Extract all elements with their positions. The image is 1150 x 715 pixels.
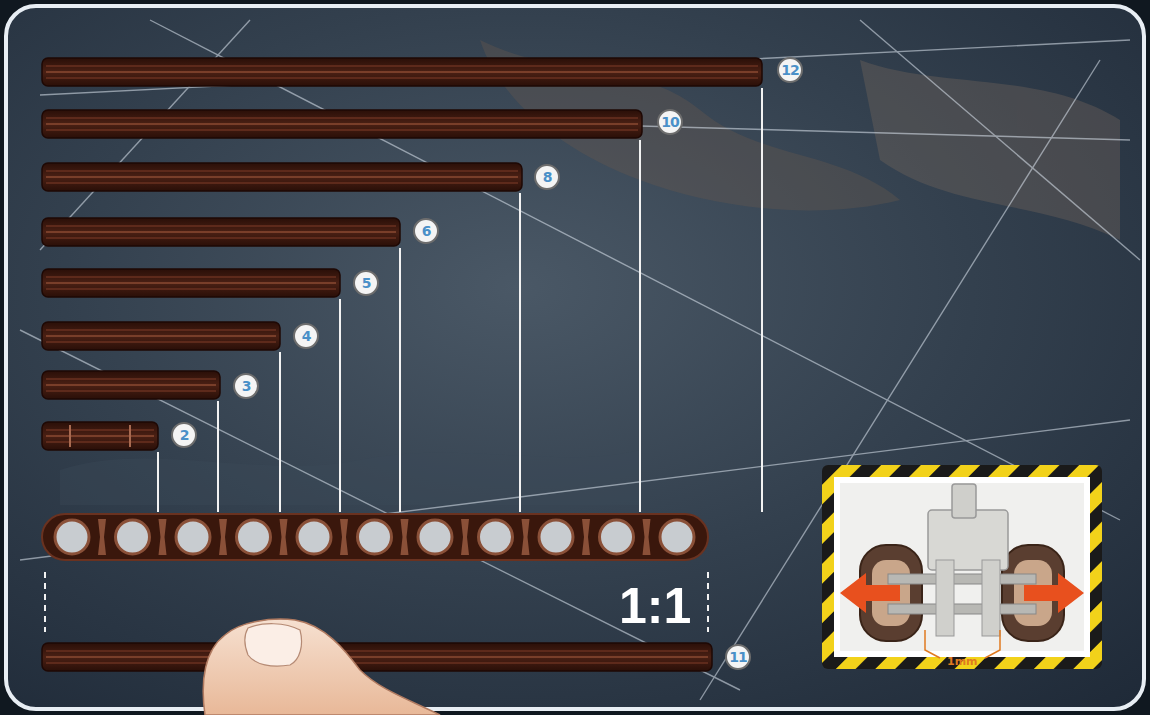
axle-ridge [46, 650, 708, 652]
callout-number: 6 [413, 218, 439, 244]
axle [42, 163, 522, 191]
axle-ridge [46, 390, 216, 392]
axle-ridge [46, 441, 154, 443]
axle-ridge [46, 288, 336, 290]
beam-hole [297, 520, 331, 554]
callout-number: 11 [725, 644, 751, 670]
axle-notch [69, 425, 71, 447]
axle [42, 643, 712, 671]
axle-ridge [46, 237, 396, 239]
callout-number: 3 [233, 373, 259, 399]
dimension-label: 1mm [947, 656, 978, 667]
axle-ridge [46, 176, 518, 178]
axle-ridge [46, 276, 336, 278]
axle-ridge [46, 231, 396, 233]
axle-ridge [46, 71, 758, 73]
axle-notch [129, 425, 131, 447]
axle [42, 371, 220, 399]
axle [42, 269, 340, 297]
axle-ridge [46, 378, 216, 380]
axle [42, 422, 158, 450]
axle [42, 110, 642, 138]
axle [42, 58, 762, 86]
beam-hole [176, 520, 210, 554]
axle-ridge [46, 656, 708, 658]
axle-ridge [46, 662, 708, 664]
beam-bridge [461, 519, 469, 555]
axle-ridge [46, 384, 216, 386]
axle-ridge [46, 117, 638, 119]
beam-hole [358, 520, 392, 554]
beam-hole [479, 520, 513, 554]
callout-number: 2 [171, 422, 197, 448]
axle-ridge [46, 435, 154, 437]
callout-number: 10 [657, 109, 683, 135]
beam-hole [237, 520, 271, 554]
beam-bridge [401, 519, 409, 555]
beam-hole [600, 520, 634, 554]
callout-number: 12 [777, 57, 803, 83]
scale-label: 1:1 [619, 581, 691, 631]
beam-bridge [643, 519, 651, 555]
beam-hole [539, 520, 573, 554]
beam-bridge [340, 519, 348, 555]
axle-ridge [46, 329, 276, 331]
axle-ridge [46, 123, 638, 125]
beam-bridge [219, 519, 227, 555]
beam-bridge [280, 519, 288, 555]
axle-ridge [46, 225, 396, 227]
beam-hole [116, 520, 150, 554]
beam-bridge [98, 519, 106, 555]
callout-number: 4 [293, 323, 319, 349]
axle-ridge [46, 77, 758, 79]
axle [42, 322, 280, 350]
beam-hole [55, 520, 89, 554]
beam-hole [418, 520, 452, 554]
axle-ridge [46, 282, 336, 284]
beam-bridge [582, 519, 590, 555]
axle-ridge [46, 182, 518, 184]
axle-ridge [46, 341, 276, 343]
axle-ridge [46, 129, 638, 131]
callout-number: 5 [353, 270, 379, 296]
beam-bridge [522, 519, 530, 555]
axle-ridge [46, 335, 276, 337]
axle-ridge [46, 170, 518, 172]
axle-ridge [46, 429, 154, 431]
axle [42, 218, 400, 246]
beam-hole [660, 520, 694, 554]
callout-number: 8 [534, 164, 560, 190]
axle-ridge [46, 65, 758, 67]
beam-bridge [159, 519, 167, 555]
